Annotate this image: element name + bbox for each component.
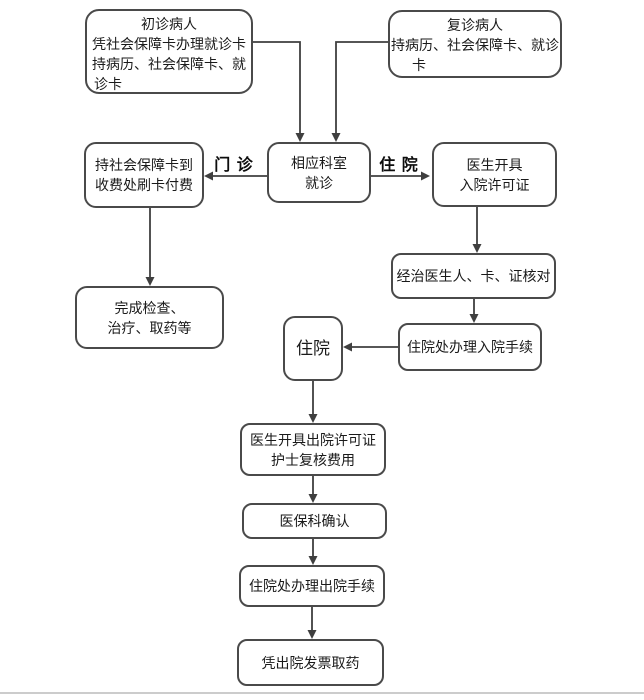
edge-permit-to-verification-arrowhead	[472, 244, 482, 253]
edge-discharge-procedure-to-pharmacy-arrowhead	[307, 630, 317, 639]
node-admission-procedure: 住院处办理入院手续	[398, 323, 542, 371]
node-line: 初诊病人	[141, 16, 197, 32]
node-line: 诊卡	[94, 76, 122, 92]
edge-verification-to-admission-procedure-arrowhead	[469, 314, 479, 323]
node-line: 治疗、取药等	[107, 319, 192, 336]
node-inpatient-status: 住院	[283, 316, 343, 381]
node-line: 复诊病人	[447, 17, 503, 33]
node-line: 完成检查、	[114, 299, 185, 316]
node-line: 收费处刷卡付费	[95, 177, 193, 193]
node-line: 护士复核费用	[271, 451, 355, 468]
node-line: 住院处办理出院手续	[249, 578, 375, 594]
node-discharge-pharmacy: 凭出院发票取药	[237, 639, 384, 686]
edge-first-visit-to-department-line	[253, 41, 301, 133]
edge-return-visit-to-department-arrowhead	[331, 133, 341, 142]
edge-first-visit-to-department-arrowhead	[295, 133, 305, 142]
node-discharge-permit: 医生开具出院许可证护士复核费用	[240, 423, 386, 476]
edge-inpatient-to-discharge-permit-arrowhead	[308, 414, 318, 423]
node-line: 持社会保障卡到	[95, 157, 193, 173]
node-admission-permit: 医生开具入院许可证	[432, 142, 557, 207]
node-line: 凭出院发票取药	[261, 654, 360, 671]
node-discharge-procedure: 住院处办理出院手续	[239, 565, 385, 607]
node-line: 持病历、社会保障卡、就	[92, 56, 246, 72]
node-return-visit-patient: 复诊病人持病历、社会保障卡、就诊卡	[388, 10, 562, 78]
edge-payment-to-treatment-arrowhead	[145, 277, 155, 286]
node-line: 经治医生人、卡、证核对	[396, 268, 551, 284]
node-line: 住院	[296, 338, 330, 358]
edge-label-department-to-payment: 门 诊	[214, 157, 254, 174]
node-line: 医生开具	[466, 156, 523, 173]
node-card-payment: 持社会保障卡到收费处刷卡付费	[84, 142, 204, 208]
node-line: 凭社会保障卡办理就诊卡	[92, 36, 246, 52]
bottom-divider	[0, 692, 644, 694]
edge-discharge-permit-to-insurance-arrowhead	[308, 494, 318, 503]
node-line: 持病历、社会保障卡、就诊	[391, 37, 559, 53]
node-insurance-confirmation: 医保科确认	[242, 503, 387, 539]
edge-department-to-payment-arrowhead	[204, 171, 213, 181]
node-line: 入院许可证	[459, 176, 530, 193]
node-line: 就诊	[305, 174, 333, 191]
node-department-visit: 相应科室就诊	[267, 142, 371, 203]
node-line: 住院处办理入院手续	[407, 339, 533, 355]
node-line: 医保科确认	[279, 513, 350, 529]
node-doctor-verification: 经治医生人、卡、证核对	[391, 253, 556, 299]
edge-return-visit-to-department-line	[335, 41, 388, 133]
node-line: 卡	[412, 57, 426, 73]
node-complete-treatment: 完成检查、治疗、取药等	[75, 286, 224, 349]
node-line: 医生开具出院许可证	[250, 431, 376, 448]
node-first-visit-patient: 初诊病人凭社会保障卡办理就诊卡持病历、社会保障卡、就诊卡	[85, 9, 253, 94]
edge-insurance-to-discharge-procedure-arrowhead	[308, 556, 318, 565]
edge-admission-procedure-to-inpatient-arrowhead	[343, 342, 352, 352]
edge-department-to-admission-permit-arrowhead	[421, 171, 430, 181]
edge-label-department-to-admission-permit: 住 院	[379, 157, 419, 174]
node-line: 相应科室	[291, 154, 347, 171]
